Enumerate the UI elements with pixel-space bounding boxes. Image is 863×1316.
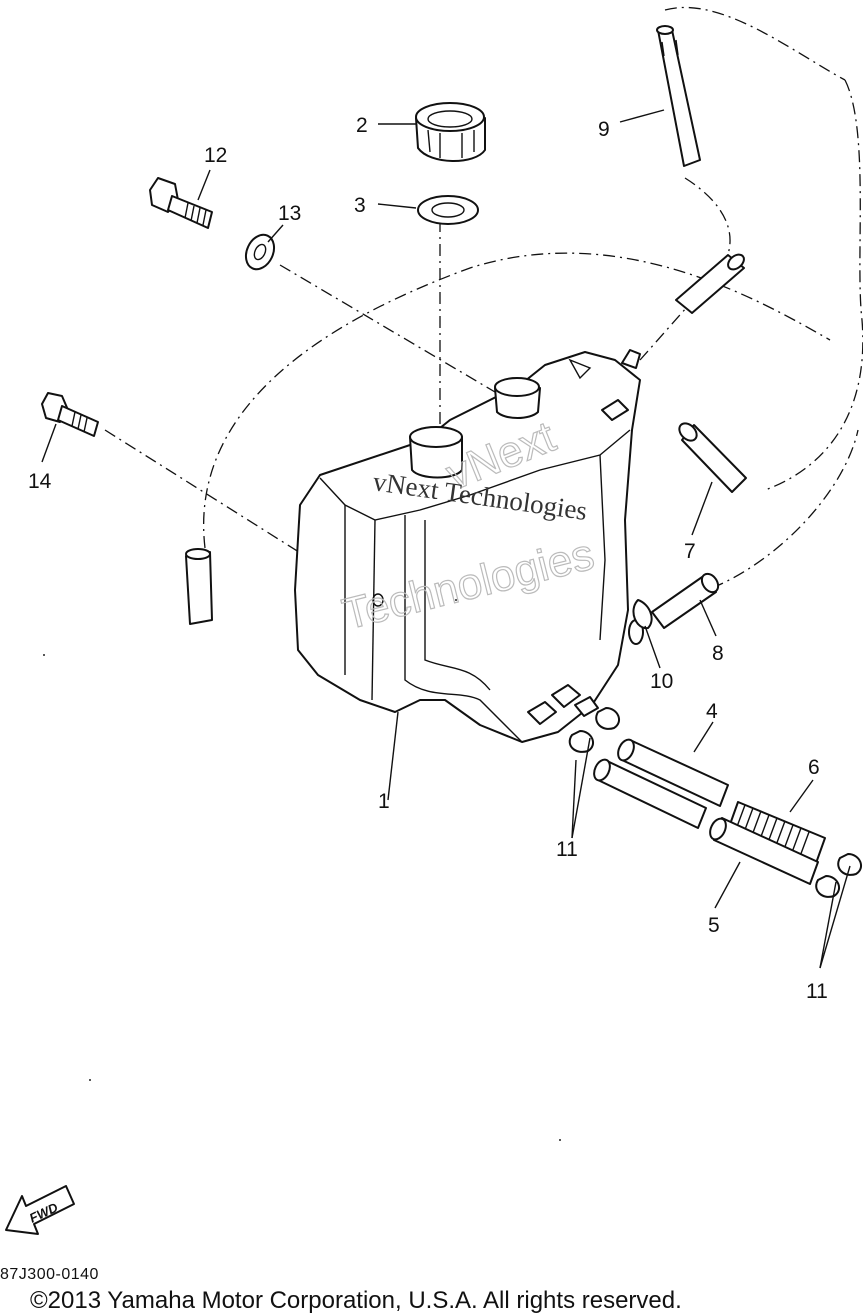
packing-part-3	[417, 195, 479, 225]
copyright-notice: ©2013 Yamaha Motor Corporation, U.S.A. A…	[30, 1287, 682, 1314]
leader-12	[197, 169, 211, 201]
bolt-part-12	[149, 177, 213, 229]
hose-left	[185, 548, 213, 625]
callout-9: 9	[598, 118, 610, 141]
diagram-reference-code: 87J300-0140	[0, 1266, 99, 1283]
speck	[89, 1079, 91, 1081]
leader-1	[387, 711, 399, 801]
callout-3: 3	[354, 194, 366, 217]
tank-cap-part-2	[415, 102, 486, 162]
routing-line-hose9-top	[664, 6, 846, 81]
hose-part-7	[678, 422, 747, 493]
hose-short-upper	[675, 253, 745, 314]
leader-4	[693, 721, 714, 753]
callout-11b: 11	[806, 980, 828, 1003]
routing-line-hose8	[711, 429, 859, 589]
leader-10	[644, 625, 661, 669]
hose-part-8	[651, 572, 720, 629]
leader-7	[691, 481, 713, 536]
leader-5	[714, 861, 741, 909]
callout-2: 2	[356, 114, 368, 137]
speck	[43, 654, 45, 656]
clamp-part-11-group-b	[815, 853, 863, 898]
oil-tank-part-1	[294, 349, 644, 743]
hose-part-4	[593, 738, 729, 829]
routing-line-right-loop	[764, 79, 863, 491]
leader-11b-2	[819, 865, 851, 969]
callout-13: 13	[278, 202, 301, 225]
hose-part-9	[656, 25, 701, 167]
callout-5: 5	[708, 914, 720, 937]
clip-part-10	[632, 599, 653, 630]
callout-14: 14	[28, 470, 52, 493]
callout-12: 12	[204, 144, 227, 167]
callout-11a: 11	[556, 838, 578, 861]
callout-7: 7	[684, 540, 696, 563]
speck	[455, 599, 457, 601]
leader-13	[267, 224, 284, 243]
leader-11b-1	[819, 881, 837, 969]
speck	[559, 1139, 561, 1141]
callout-10: 10	[650, 670, 673, 693]
callout-1: 1	[378, 790, 390, 813]
leader-14	[41, 423, 57, 463]
leader-8	[699, 599, 717, 637]
hose-part-5	[709, 817, 819, 885]
assembly-line-washer13-to-neck	[279, 264, 496, 393]
bolt-part-14	[41, 392, 99, 437]
washer-part-13	[244, 233, 276, 271]
callout-6: 6	[808, 756, 820, 779]
leader-3	[377, 203, 417, 209]
callout-8: 8	[712, 642, 724, 665]
callout-4: 4	[706, 700, 718, 723]
routing-line-hose9-bottom	[684, 177, 731, 263]
leader-9	[619, 109, 665, 123]
clamp-part-11-group-a	[568, 707, 621, 753]
fwd-arrow-icon: FWD	[5, 1185, 75, 1235]
routing-line-left-hose	[203, 252, 831, 549]
assembly-line-bolt14	[104, 429, 373, 599]
leader-11a-2	[571, 759, 577, 839]
leader-11a-1	[571, 737, 591, 839]
leader-6	[789, 779, 814, 813]
routing-line-fitting-to-hose	[639, 297, 696, 361]
